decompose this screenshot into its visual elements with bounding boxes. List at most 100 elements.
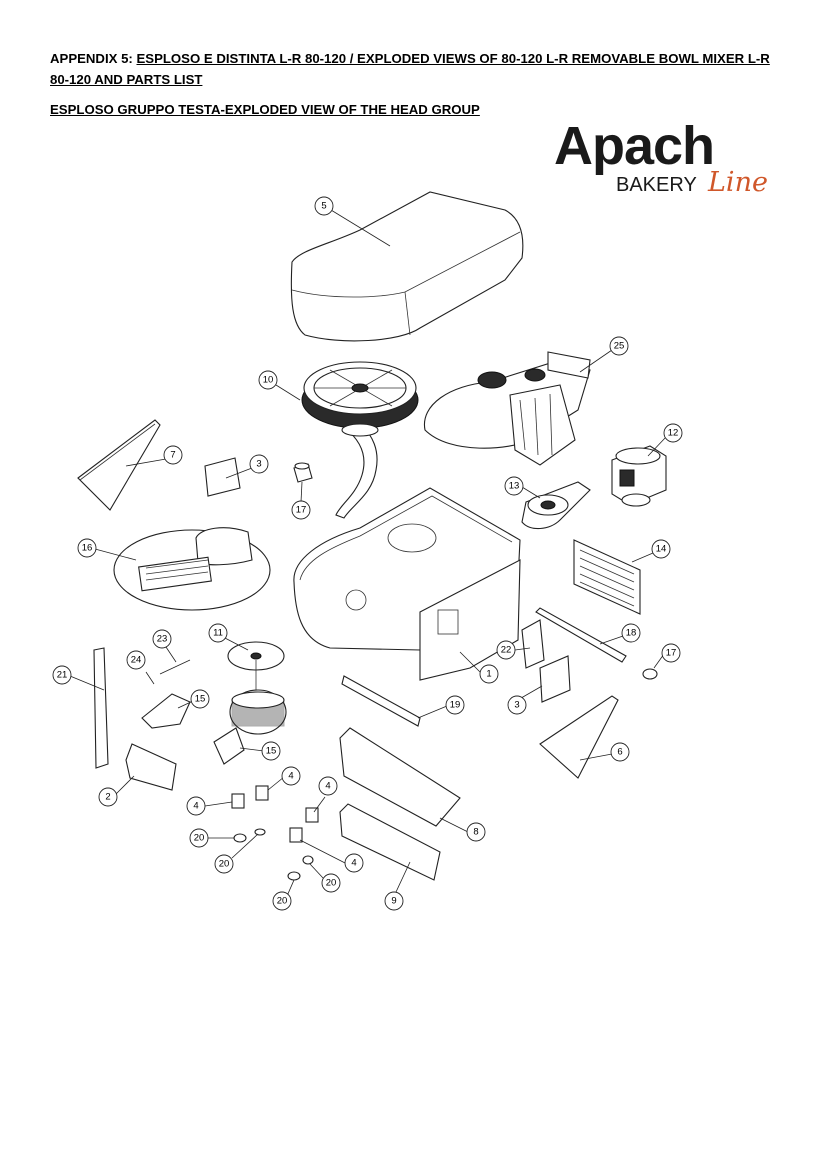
callout-22: 22: [496, 640, 516, 660]
callout-18: 18: [621, 623, 641, 643]
callout-19: 19: [445, 695, 465, 715]
part-22-plate: [521, 619, 545, 669]
part-2-bracket: [125, 743, 177, 791]
callout-5: 5: [314, 196, 334, 216]
part-4-fitting-c: [305, 807, 319, 823]
part-11-fan: [227, 641, 287, 735]
part-4-fitting-b: [255, 785, 269, 801]
part-25-motor-assembly: [423, 351, 591, 466]
svg-text:4: 4: [288, 771, 293, 782]
part-3-plate-lower: [539, 655, 571, 703]
part-20-nut-a: [233, 833, 247, 843]
part-17-bushing-lower: [642, 668, 658, 680]
svg-text:3: 3: [514, 700, 519, 711]
callout-4-c: 4: [318, 776, 338, 796]
part-1-main-frame: [293, 487, 521, 681]
callout-4-b: 4: [186, 796, 206, 816]
callout-3-lower: 3: [507, 695, 527, 715]
part-23-pin: [159, 659, 191, 675]
callout-13: 13: [504, 476, 524, 496]
callout-11: 11: [208, 623, 228, 643]
svg-text:20: 20: [326, 878, 337, 889]
svg-text:10: 10: [263, 375, 274, 386]
logo-line1-text: BAKERY: [616, 174, 697, 196]
svg-text:17: 17: [296, 505, 307, 516]
part-4-fitting-d: [289, 827, 303, 843]
part-15-bracket-b: [213, 727, 245, 765]
part-15-bracket-a: [141, 693, 191, 729]
part-12-motor: [611, 445, 667, 507]
svg-text:24: 24: [131, 655, 142, 666]
svg-text:23: 23: [157, 634, 168, 645]
svg-text:18: 18: [626, 628, 637, 639]
svg-text:8: 8: [473, 827, 478, 838]
callout-20-b: 20: [214, 854, 234, 874]
callout-20-d: 20: [272, 891, 292, 911]
svg-text:16: 16: [82, 543, 93, 554]
part-20-nut-d: [287, 871, 301, 881]
callout-25: 25: [609, 336, 629, 356]
callout-6: 6: [610, 742, 630, 762]
callout-20-c: 20: [321, 873, 341, 893]
svg-text:3: 3: [256, 459, 261, 470]
svg-text:2: 2: [105, 792, 110, 803]
part-14-grille: [573, 539, 641, 615]
part-20-nut-c: [302, 855, 314, 865]
callout-24: 24: [126, 650, 146, 670]
svg-text:4: 4: [193, 801, 198, 812]
svg-text:11: 11: [213, 628, 223, 639]
callout-16: 16: [77, 538, 97, 558]
svg-text:7: 7: [170, 450, 175, 461]
callout-17-upper: 17: [291, 500, 311, 520]
svg-text:14: 14: [656, 544, 667, 555]
callout-23: 23: [152, 629, 172, 649]
brand-logo: Apach BAKERY Line: [548, 112, 768, 208]
part-6-side-guard: [539, 695, 619, 779]
callout-15-a: 15: [190, 689, 210, 709]
callout-4-d: 4: [344, 853, 364, 873]
svg-text:17: 17: [666, 648, 677, 659]
callout-8: 8: [466, 822, 486, 842]
callout-4-a: 4: [281, 766, 301, 786]
callout-17-lower: 17: [661, 643, 681, 663]
section-subheading: ESPLOSO GRUPPO TESTA-EXPLODED VIEW OF TH…: [50, 102, 480, 117]
part-13-pulley-plate: [521, 481, 591, 530]
part-16-cover-plate: [113, 527, 271, 611]
part-19-strip: [341, 675, 421, 727]
part-24-screw: [145, 671, 155, 685]
svg-text:21: 21: [57, 670, 68, 681]
svg-text:1: 1: [486, 669, 491, 680]
part-3-plate-upper: [204, 457, 241, 497]
part-10-pulley: [301, 361, 419, 519]
callout-1: 1: [479, 664, 499, 684]
callout-14: 14: [651, 539, 671, 559]
part-8-panel: [339, 727, 461, 827]
svg-text:12: 12: [668, 428, 679, 439]
logo-brand-text: Apach: [554, 116, 715, 176]
part-7-side-guard: [77, 419, 161, 511]
svg-text:4: 4: [351, 858, 356, 869]
svg-text:9: 9: [391, 896, 396, 907]
svg-text:19: 19: [450, 700, 461, 711]
heading-prefix: APPENDIX 5:: [50, 51, 137, 66]
part-9-panel: [339, 803, 441, 881]
svg-text:22: 22: [501, 645, 512, 656]
svg-text:25: 25: [614, 341, 625, 352]
svg-text:20: 20: [277, 896, 288, 907]
callout-12: 12: [663, 423, 683, 443]
callout-2: 2: [98, 787, 118, 807]
svg-text:5: 5: [321, 201, 326, 212]
callout-20-a: 20: [189, 828, 209, 848]
callout-10: 10: [258, 370, 278, 390]
svg-text:4: 4: [325, 781, 330, 792]
svg-text:20: 20: [194, 833, 205, 844]
callout-21: 21: [52, 665, 72, 685]
part-5-top-cover: [290, 191, 524, 342]
exploded-view-diagram: 5 25 10 12 7 3 17 13 16 14 11 23 18 22 1…: [0, 180, 827, 920]
callout-7: 7: [163, 445, 183, 465]
callout-3-upper: 3: [249, 454, 269, 474]
part-17-bushing-upper: [293, 462, 313, 483]
part-21-bracket: [93, 647, 109, 769]
part-20-nut-b: [254, 828, 266, 836]
heading-title: ESPLOSO E DISTINTA L-R 80-120 / EXPLODED…: [50, 51, 770, 87]
